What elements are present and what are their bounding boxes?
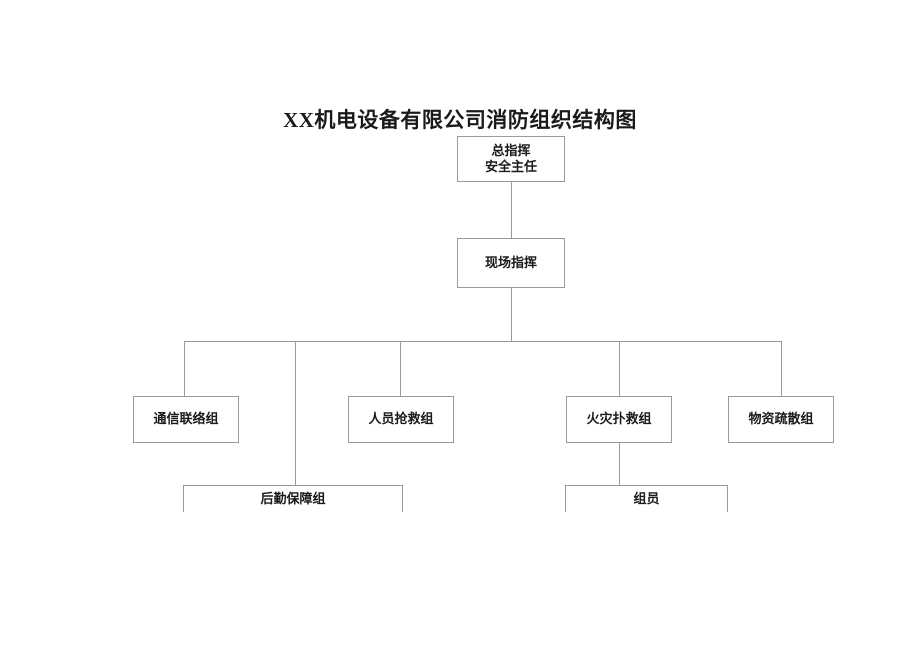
node-site-commander-label: 现场指挥 [484, 254, 537, 270]
connector-bus-to-logistics [295, 341, 296, 485]
node-group-firefighting-label: 火灾扑救组 [586, 411, 652, 427]
node-group-members-label: 组员 [633, 491, 660, 506]
node-group-evacuation[interactable]: 物资疏散组 [728, 396, 834, 443]
connector-bus-to-rescue [400, 341, 401, 397]
connector-bus-to-evacuation [781, 341, 782, 397]
node-commander-line2: 安全主任 [484, 159, 537, 174]
connector-firefighting-to-members [619, 443, 620, 485]
node-group-logistics-label: 后勤保障组 [260, 491, 326, 506]
node-commander[interactable]: 总指挥 安全主任 [457, 136, 565, 182]
connector-bus-to-firefighting [619, 341, 620, 397]
node-site-commander[interactable]: 现场指挥 [457, 238, 565, 288]
connector-bus-to-communication [184, 341, 185, 397]
node-commander-line1: 总指挥 [491, 142, 531, 158]
node-group-evacuation-label: 物资疏散组 [748, 411, 814, 427]
connector-horizontal-bus [184, 341, 782, 342]
node-group-firefighting[interactable]: 火灾扑救组 [566, 396, 672, 443]
node-group-rescue[interactable]: 人员抢救组 [348, 396, 454, 443]
page-title: XX机电设备有限公司消防组织结构图 [283, 108, 637, 132]
connector-site-commander-to-bus [511, 288, 512, 342]
connector-commander-to-site-commander [511, 182, 512, 238]
bottom-clip-mask [0, 512, 920, 651]
node-group-rescue-label: 人员抢救组 [368, 411, 434, 427]
node-group-communication-label: 通信联络组 [153, 411, 219, 427]
node-group-communication[interactable]: 通信联络组 [133, 396, 239, 443]
